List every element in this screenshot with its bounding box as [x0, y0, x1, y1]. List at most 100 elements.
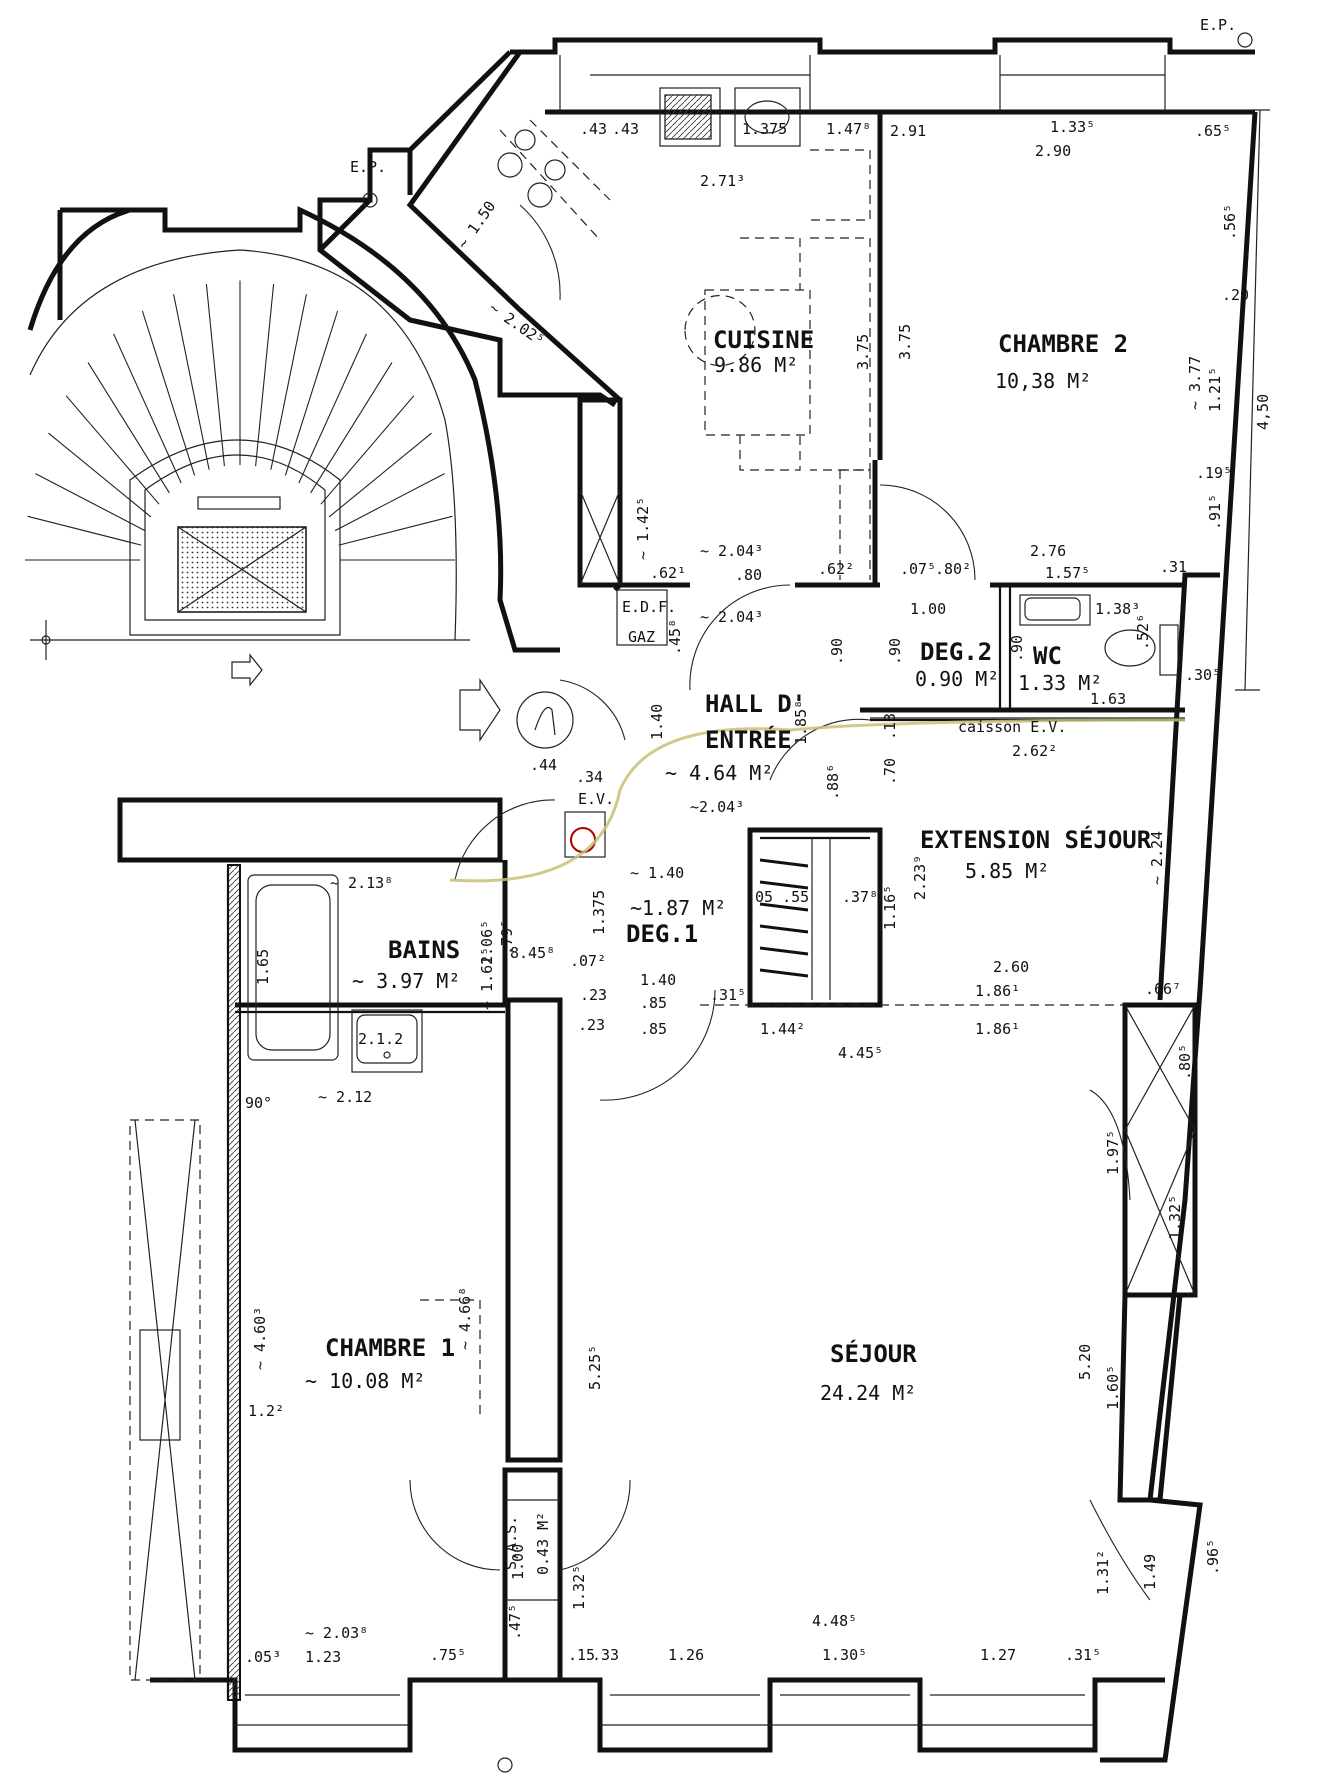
dim-label: ~ 1.50: [454, 198, 500, 253]
dim-label: 4.45⁵: [838, 1044, 883, 1062]
stair-step: [27, 515, 142, 546]
dim-label: .20: [1222, 286, 1249, 304]
stair-step: [298, 333, 367, 484]
dim-label: .96⁵: [1204, 1539, 1222, 1575]
dim-label: .90: [886, 638, 904, 665]
dim-label: 1.85⁸: [792, 700, 810, 745]
dim-label: ~2.04³: [690, 798, 744, 816]
dim-label: .79⁵: [498, 919, 516, 955]
dim-label: ~ 2.04³: [700, 608, 763, 626]
stair-step: [338, 515, 453, 546]
room-area-extension: 5.85 M²: [965, 859, 1049, 883]
dim-label: 1.86¹: [975, 1020, 1020, 1038]
dim-label: .33: [592, 1646, 619, 1664]
stair-step: [173, 294, 210, 470]
dim-label: .80²: [935, 560, 971, 578]
stair-step: [255, 283, 275, 467]
dim-label: 1.375: [742, 120, 787, 138]
dim-label: .43: [580, 120, 607, 138]
dim-label: 1.38³: [1095, 600, 1140, 618]
ev-label: E.V.: [578, 790, 614, 808]
dim-label: 90°: [245, 1094, 272, 1112]
dim-label: 3.75: [896, 324, 914, 360]
room-name-sejour: SÉJOUR: [830, 1339, 917, 1368]
dim-label: .31⁵: [1065, 1646, 1101, 1664]
dim-label: .90: [828, 638, 846, 665]
dim-label: 1.00: [509, 1544, 527, 1580]
closet-hanger: [759, 968, 809, 978]
dim-label: 1.57⁵: [1045, 564, 1090, 582]
dim-label: 1.49: [1141, 1554, 1159, 1590]
dim-label: 1.65: [254, 949, 272, 985]
room-area-sas: 0.43 M²: [534, 1512, 552, 1575]
room-area-hall: ~ 4.64 M²: [665, 761, 773, 785]
dim-label: ~ 2.12: [318, 1088, 372, 1106]
dim-label: 1.31²: [1094, 1550, 1112, 1595]
stair-step: [48, 432, 152, 518]
stair-step: [65, 395, 160, 505]
dim-label: .34: [576, 768, 603, 786]
room-area-chambre1: ~ 10.08 M²: [305, 1369, 425, 1393]
dim-label: .13: [881, 713, 899, 740]
dim-label: 1.97⁵: [1104, 1130, 1122, 1175]
room-name-hall-1: HALL D': [705, 690, 806, 718]
dim-label: 2.90: [1035, 142, 1071, 160]
dim-label: 1.44²: [760, 1020, 805, 1038]
dim-label: 3.75: [854, 334, 872, 370]
dim-label: .23: [580, 986, 607, 1004]
dim-label: .88⁶: [824, 764, 842, 800]
dim-label: 1.32⁵: [1166, 1195, 1184, 1240]
dim-label: .62¹: [650, 564, 686, 582]
ep-label-left: E.P.: [350, 158, 386, 176]
dim-label: .70: [881, 758, 899, 785]
room-area-cuisine: 9.86 M²: [714, 353, 798, 377]
dim-label: .65⁵: [1195, 122, 1231, 140]
closet-hanger: [759, 902, 809, 912]
dim-label: .66⁷: [1145, 980, 1181, 998]
room-area-chambre2: 10,38 M²: [995, 369, 1091, 393]
room-name-deg1: DEG.1: [626, 920, 698, 948]
room-name-sas: S.A.S.: [502, 1516, 520, 1570]
dim-label: 2.71³: [700, 172, 745, 190]
closet-hanger: [759, 858, 809, 868]
edf-label: E.D.F.: [622, 598, 676, 616]
room-name-chambre2: CHAMBRE 2: [998, 330, 1128, 358]
stair-step: [35, 473, 146, 532]
dim-label: .31: [1160, 558, 1187, 576]
dim-label: 1.00: [910, 600, 946, 618]
closet-hanger: [759, 880, 809, 890]
room-area-deg2: 0.90 M²: [915, 667, 999, 691]
dim-label: 1.23: [305, 1648, 341, 1666]
gaz-label: GAZ: [628, 628, 655, 646]
stair-step: [334, 473, 445, 532]
dim-label: 1.32⁵: [570, 1565, 588, 1610]
dim-label: .19⁵: [1196, 464, 1232, 482]
dim-label: ~ 2.04³: [700, 542, 763, 560]
dim-label: .05³: [245, 1648, 281, 1666]
room-area-bains: ~ 3.97 M²: [352, 969, 460, 993]
dim-label: .91⁵: [1206, 494, 1224, 530]
dim-label: ~ 2.24: [1148, 831, 1166, 885]
dim-label: 2.76: [1030, 542, 1066, 560]
room-name-wc: WC: [1033, 642, 1062, 670]
annotations: E.P. E.P. E.D.F. GAZ E.V. caisson E.V. 2…: [350, 16, 1236, 808]
dim-label: 5.25⁵: [586, 1345, 604, 1390]
room-area-deg1: ~1.87 M²: [630, 896, 726, 920]
stair-step: [113, 333, 182, 484]
stair-step: [270, 294, 307, 470]
ep-label-top: E.P.: [1200, 16, 1236, 34]
dim-label: 2.1.2: [358, 1030, 403, 1048]
stair-step: [328, 432, 432, 518]
dim-label: 4,50: [1254, 394, 1272, 430]
dim-label: .45⁸: [666, 619, 684, 655]
dim-label: .05 .55: [746, 888, 809, 906]
dim-label: ~ 2.13⁸: [330, 874, 393, 892]
dim-label: 1.16⁵: [881, 885, 899, 930]
stair-step: [205, 283, 225, 467]
dim-label: 8.45⁸: [510, 944, 555, 962]
room-name-deg2: DEG.2: [920, 638, 992, 666]
room-area-wc: 1.33 M²: [1018, 671, 1102, 695]
dim-label: 1.375: [590, 890, 608, 935]
dim-label: .85: [640, 994, 667, 1012]
